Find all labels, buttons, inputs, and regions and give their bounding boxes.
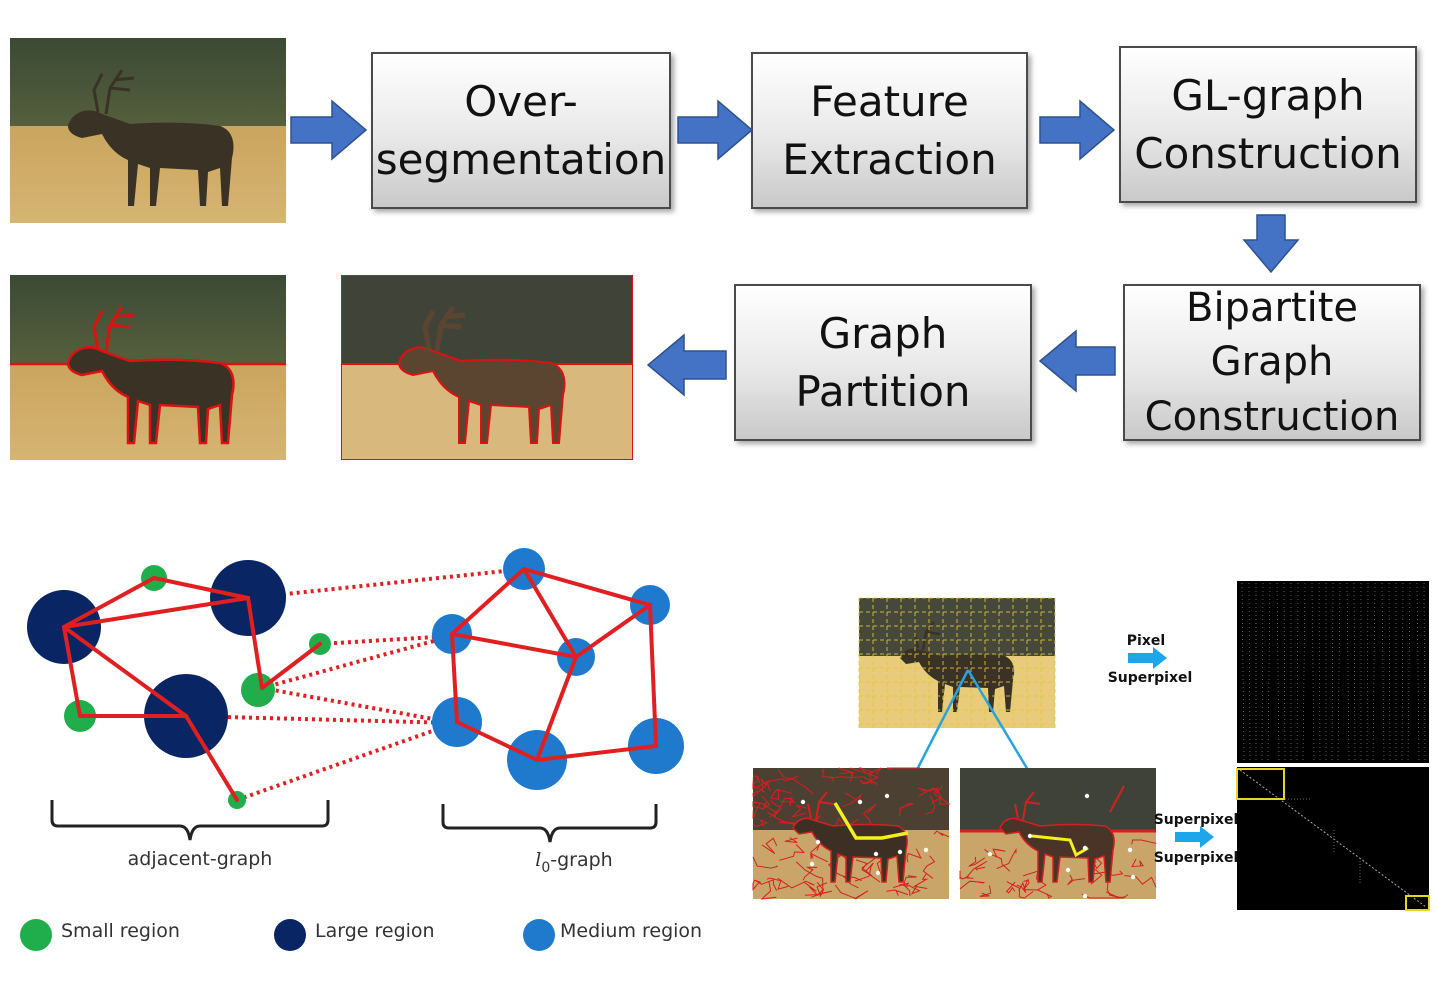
- arrow-down-icon: [1242, 214, 1300, 274]
- legend-small-region: Small region: [61, 920, 180, 942]
- input-elk-photo: [10, 38, 286, 223]
- legend-large-region: Large region: [315, 920, 435, 942]
- superpixel-row-label: Superpixel: [1154, 812, 1239, 828]
- arrow-right-icon: [1039, 99, 1116, 161]
- l0-graph-label-sub: 0: [541, 860, 550, 876]
- adjacent-graph-label: adjacent-graph: [128, 848, 273, 870]
- arrow-right-icon: [290, 99, 368, 161]
- arrow-right-icon: [1175, 826, 1214, 848]
- box-label-line: Partition: [795, 366, 971, 416]
- arrow-right-icon: [1128, 647, 1167, 669]
- large-region-legend-icon: [274, 919, 306, 951]
- box-label-line: segmentation: [375, 134, 667, 184]
- box-label-line: Feature: [810, 76, 969, 126]
- l0-graph-label: l0-graph: [535, 849, 612, 876]
- pixel-affinity-matrix: [1237, 581, 1429, 763]
- box-label-line: Construction: [1144, 393, 1400, 440]
- label-map-image: [341, 275, 633, 460]
- over-segmentation-box: Over-segmentation: [371, 52, 671, 209]
- superpixel-label: Superpixel: [1108, 670, 1193, 686]
- l0-graph-nodes: [432, 548, 684, 790]
- box-label-line: Over-: [464, 76, 578, 126]
- small-region-node: [241, 673, 275, 707]
- pixel-grid-elk-image: [858, 597, 1056, 728]
- legend-medium-region: Medium region: [560, 920, 702, 942]
- brace-icon: [50, 800, 658, 843]
- flow-arrows: [290, 99, 1300, 397]
- l0-graph-label-l: l: [535, 849, 541, 871]
- box-label-line: Extraction: [782, 134, 997, 184]
- medium-region-legend-icon: [523, 919, 555, 951]
- arrow-left-icon: [646, 333, 727, 397]
- box-label-line: Graph: [1210, 339, 1334, 386]
- arrow-left-icon: [1038, 329, 1116, 393]
- l0-graph-label-suffix: -graph: [550, 849, 612, 871]
- pixel-label: Pixel: [1127, 633, 1165, 649]
- box-label-line: Graph: [818, 308, 948, 358]
- superpixel-affinity-matrix: [1236, 767, 1430, 911]
- superpixel-segmentation-image: [752, 767, 951, 900]
- box-label-line: Bipartite: [1186, 284, 1358, 331]
- region-segmentation-image: [959, 768, 1157, 899]
- box-label-line: GL-graph: [1171, 70, 1365, 120]
- superpixel-col-label: Superpixel: [1154, 850, 1239, 866]
- arrow-right-icon: [677, 99, 754, 161]
- segmented-elk-photo: [10, 275, 286, 460]
- box-label-line: Construction: [1134, 128, 1402, 178]
- small-region-legend-icon: [20, 919, 52, 951]
